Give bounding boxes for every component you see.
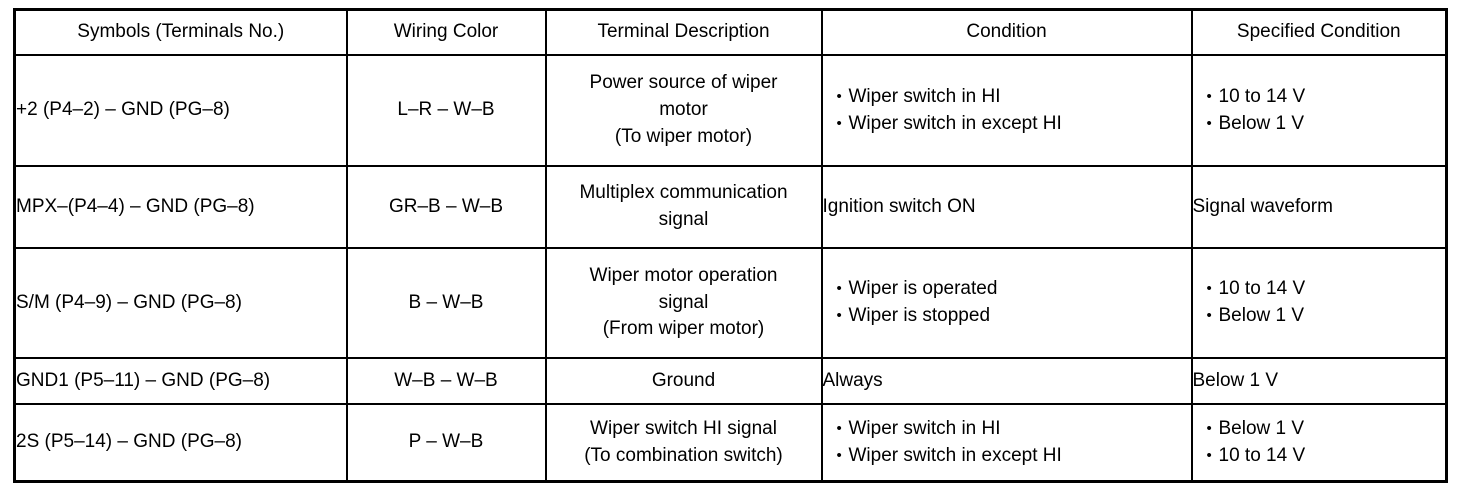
cell-wiring-color: W–B – W–B	[345, 357, 547, 405]
table-row: MPX–(P4–4) – GND (PG–8) GR–B – W–B Multi…	[13, 165, 1448, 249]
cell-specified-condition: Below 1 V	[1190, 357, 1448, 405]
cell-condition: Always	[820, 357, 1193, 405]
table-row: GND1 (P5–11) – GND (PG–8) W–B – W–B Grou…	[13, 357, 1448, 405]
condition-item: Wiper switch in except HI	[837, 111, 1191, 138]
cell-wiring-color: L–R – W–B	[345, 54, 547, 167]
cell-wiring-color: B – W–B	[345, 247, 547, 359]
cell-symbols: S/M (P4–9) – GND (PG–8)	[13, 247, 348, 359]
cell-condition: Ignition switch ON	[820, 165, 1193, 249]
table-row: S/M (P4–9) – GND (PG–8) B – W–B Wiper mo…	[13, 247, 1448, 359]
specified-condition-item: Below 1 V	[1207, 416, 1446, 443]
description-line: (From wiper motor)	[602, 318, 765, 340]
description-line: (To wiper motor)	[614, 125, 753, 147]
cell-specified-condition: 10 to 14 V Below 1 V	[1190, 247, 1448, 359]
description-line: Multiplex communication	[579, 182, 788, 204]
cell-terminal-description: Multiplex communication signal	[544, 165, 823, 249]
terminal-inspection-table: Symbols (Terminals No.) Wiring Color Ter…	[13, 8, 1448, 483]
description-line: (To combination switch)	[584, 444, 783, 466]
condition-item: Wiper is operated	[837, 276, 1191, 303]
cell-wiring-color: GR–B – W–B	[345, 165, 547, 249]
description-line: Power source of wiper	[589, 72, 778, 94]
cell-condition: Wiper switch in HI Wiper switch in excep…	[820, 54, 1193, 167]
table-row: 2S (P5–14) – GND (PG–8) P – W–B Wiper sw…	[13, 403, 1448, 483]
cell-terminal-description: Power source of wiper motor (To wiper mo…	[544, 54, 823, 167]
column-header-condition: Condition	[820, 8, 1193, 56]
cell-terminal-description: Ground	[544, 357, 823, 405]
column-header-symbols: Symbols (Terminals No.)	[13, 8, 348, 56]
column-header-terminal-description: Terminal Description	[544, 8, 823, 56]
cell-symbols: MPX–(P4–4) – GND (PG–8)	[13, 165, 348, 249]
cell-terminal-description: Wiper motor operation signal (From wiper…	[544, 247, 823, 359]
table-row: +2 (P4–2) – GND (PG–8) L–R – W–B Power s…	[13, 54, 1448, 167]
cell-condition: Wiper is operated Wiper is stopped	[820, 247, 1193, 359]
cell-symbols: +2 (P4–2) – GND (PG–8)	[13, 54, 348, 167]
cell-condition: Wiper switch in HI Wiper switch in excep…	[820, 403, 1193, 483]
description-line: Wiper motor operation	[589, 264, 778, 286]
column-header-specified-condition: Specified Condition	[1190, 8, 1448, 56]
cell-wiring-color: P – W–B	[345, 403, 547, 483]
description-line: signal	[658, 209, 709, 230]
column-header-wiring-color: Wiring Color	[345, 8, 547, 56]
condition-item: Wiper switch in HI	[837, 84, 1191, 111]
description-line: Wiper switch HI signal	[590, 417, 777, 439]
cell-specified-condition: Below 1 V 10 to 14 V	[1190, 403, 1448, 483]
specified-condition-item: 10 to 14 V	[1207, 443, 1446, 470]
condition-item: Wiper is stopped	[837, 303, 1191, 330]
cell-symbols: 2S (P5–14) – GND (PG–8)	[13, 403, 348, 483]
cell-specified-condition: Signal waveform	[1190, 165, 1448, 249]
table-header-row: Symbols (Terminals No.) Wiring Color Ter…	[13, 8, 1448, 56]
specified-condition-item: 10 to 14 V	[1207, 276, 1446, 303]
cell-specified-condition: 10 to 14 V Below 1 V	[1190, 54, 1448, 167]
specified-condition-item: 10 to 14 V	[1207, 84, 1446, 111]
specified-condition-item: Below 1 V	[1207, 303, 1446, 330]
description-line: signal	[658, 291, 709, 313]
condition-item: Wiper switch in except HI	[837, 443, 1191, 470]
terminal-spec-sheet: Symbols (Terminals No.) Wiring Color Ter…	[13, 8, 1448, 483]
condition-item: Wiper switch in HI	[837, 416, 1191, 443]
description-line: motor	[659, 99, 708, 121]
cell-symbols: GND1 (P5–11) – GND (PG–8)	[13, 357, 348, 405]
specified-condition-item: Below 1 V	[1207, 111, 1446, 138]
cell-terminal-description: Wiper switch HI signal (To combination s…	[544, 403, 823, 483]
